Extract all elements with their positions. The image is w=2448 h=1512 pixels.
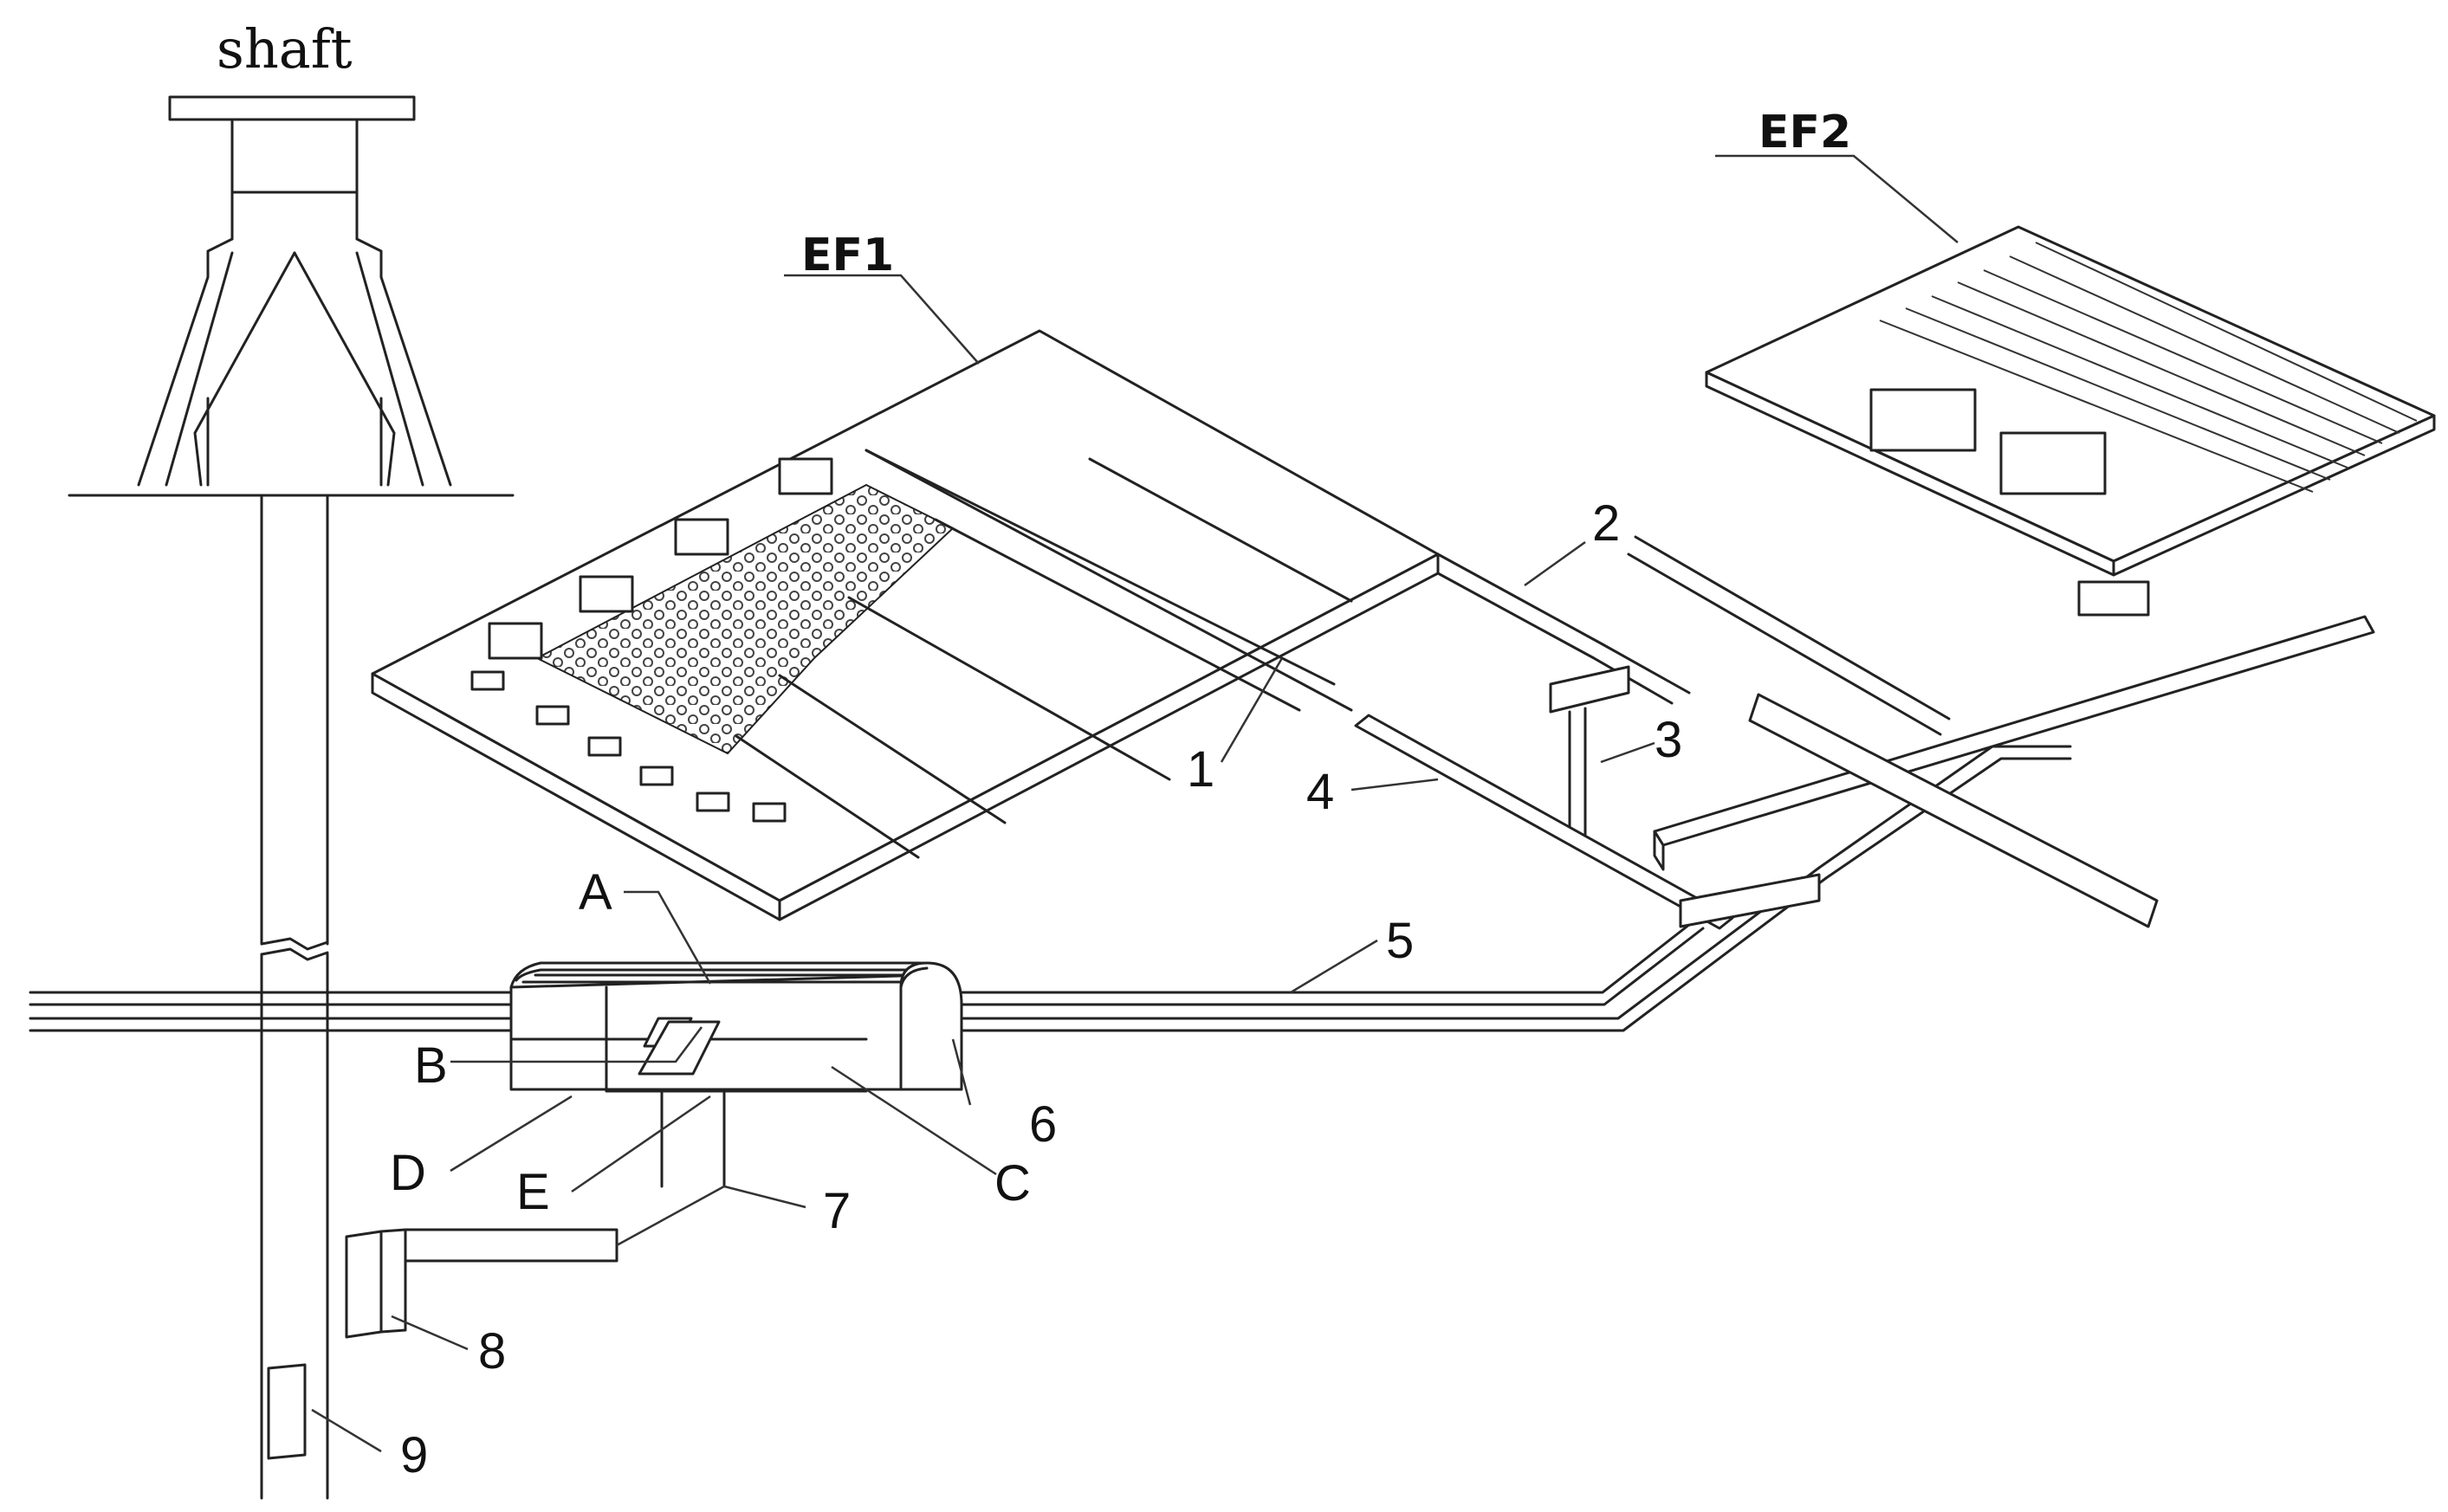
ef2-label: EF2 [1758, 107, 1851, 158]
shaft-label: shaft [217, 17, 353, 81]
label-c: C [994, 1155, 1031, 1212]
leader-lines [311, 154, 1959, 1453]
headframe-top [168, 95, 416, 121]
label-9: 9 [400, 1427, 428, 1483]
central-roadways [1354, 535, 2375, 930]
label-e: E [516, 1164, 550, 1220]
label-8: 8 [478, 1323, 506, 1380]
shaft-structure [68, 95, 515, 1500]
label-7: 7 [823, 1183, 851, 1239]
label-b: B [414, 1037, 448, 1094]
lower-connection [267, 1088, 726, 1460]
label-4: 4 [1306, 764, 1334, 820]
ef1-panel [371, 329, 1440, 921]
label-1: 1 [1187, 741, 1214, 798]
label-5: 5 [1386, 913, 1414, 969]
ef1-label: EF1 [801, 229, 894, 281]
label-a: A [579, 864, 612, 921]
ef2-panel [1705, 225, 2436, 617]
label-2: 2 [1592, 495, 1620, 552]
underground-chamber [509, 961, 963, 1093]
label-d: D [390, 1145, 426, 1201]
label-3: 3 [1655, 712, 1682, 768]
label-6: 6 [1029, 1096, 1057, 1153]
